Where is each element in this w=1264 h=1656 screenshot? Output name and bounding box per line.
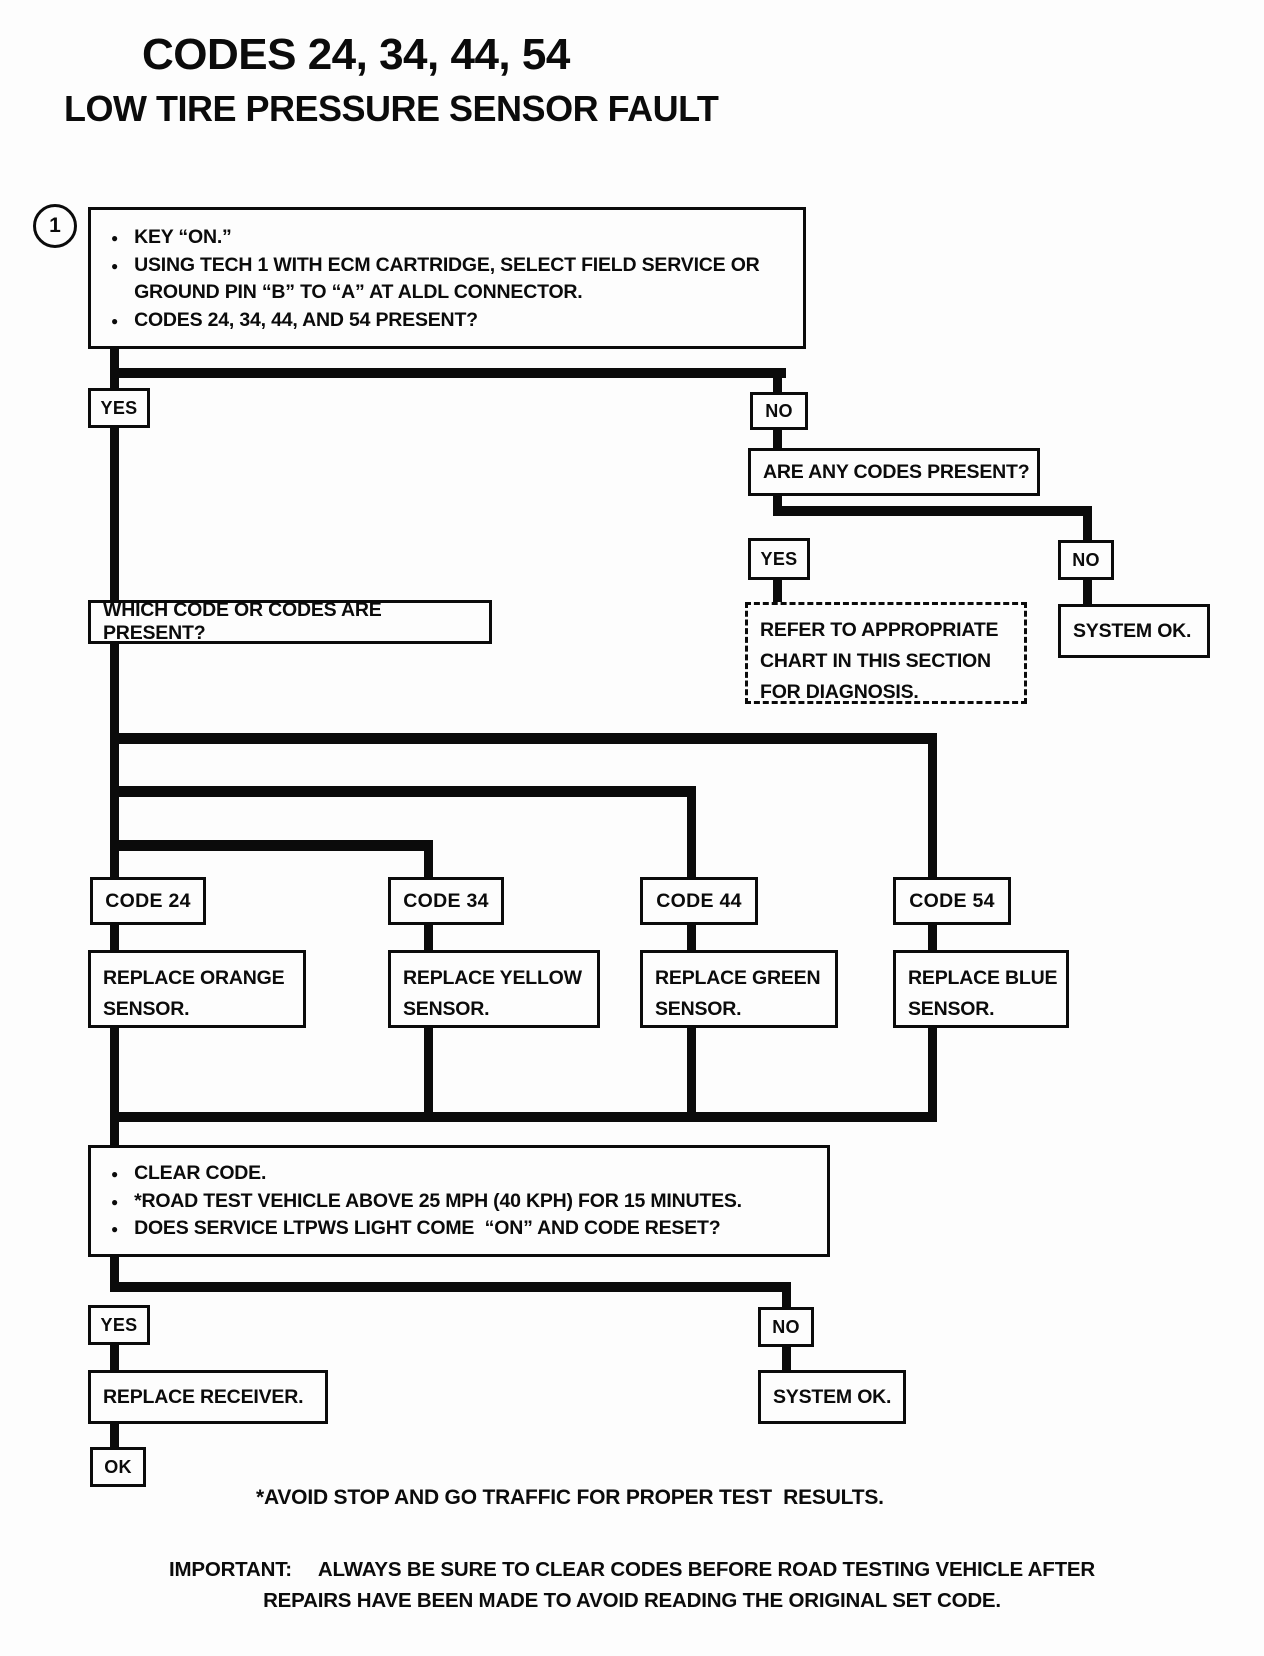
connector-green-converge — [687, 1028, 696, 1122]
code34-node: CODE 34 — [388, 877, 504, 925]
connector-clear-down — [110, 1257, 119, 1292]
clear-bullet-clear-code: CLEAR CODE. — [103, 1160, 807, 1188]
start-bullet-key-on: KEY “ON.” — [103, 224, 783, 252]
yes-node-top: YES — [88, 388, 150, 428]
connector-yellow-converge — [424, 1028, 433, 1122]
page-title: CODES 24, 34, 44, 54 — [142, 30, 570, 79]
bullet-text: CODES 24, 34, 44, AND 54 PRESENT? — [134, 309, 478, 332]
yes-node-reset: YES — [88, 1305, 150, 1345]
connector-anycodes-no-drop — [1083, 506, 1092, 540]
connector-code44-drop — [687, 786, 696, 877]
connector-no-to-systemok — [1083, 580, 1092, 604]
start-bullet-tech1: USING TECH 1 WITH ECM CARTRIDGE, SELECT … — [103, 252, 783, 307]
connector-branch-code34 — [110, 840, 433, 851]
replace-receiver-node: REPLACE RECEIVER. — [88, 1370, 328, 1424]
connector-orange-converge — [110, 1028, 119, 1122]
refer-chart-node: REFER TO APPROPRIATE CHART IN THIS SECTI… — [745, 602, 1027, 704]
replace-green-sensor-node: REPLACE GREEN SENSOR. — [640, 950, 838, 1028]
connector-code34-replace — [424, 925, 433, 950]
ok-terminal-node: OK — [90, 1447, 146, 1487]
clear-code-node: CLEAR CODE. *ROAD TEST VEHICLE ABOVE 25 … — [88, 1145, 830, 1257]
connector-yes-to-refer — [773, 580, 782, 602]
road-test-footnote: *AVOID STOP AND GO TRAFFIC FOR PROPER TE… — [256, 1486, 884, 1509]
which-code-question-node: WHICH CODE OR CODES ARE PRESENT? — [88, 599, 492, 644]
important-label: IMPORTANT: — [168, 1558, 292, 1581]
connector-blue-converge — [928, 1028, 937, 1122]
connector-yes-to-receiver — [110, 1345, 119, 1370]
connector-no-to-systemok-bottom — [782, 1347, 791, 1370]
connector-code44-replace — [687, 925, 696, 950]
connector-converge-bar — [110, 1112, 937, 1122]
connector-code54-replace — [928, 925, 937, 950]
step-number: 1 — [49, 214, 61, 237]
bullet-text: USING TECH 1 WITH ECM CARTRIDGE, SELECT … — [134, 253, 760, 304]
important-line2: REPAIRS HAVE BEEN MADE TO AVOID READING … — [263, 1589, 1001, 1612]
connector-code34-drop — [424, 840, 433, 877]
connector-yes-to-whichcode — [110, 428, 119, 600]
start-node: KEY “ON.” USING TECH 1 WITH ECM CARTRIDG… — [88, 207, 806, 349]
connector-no-to-anycodes — [773, 430, 782, 448]
important-text1: ALWAYS BE SURE TO CLEAR CODES BEFORE ROA… — [317, 1558, 1095, 1581]
bullet-text: KEY “ON.” — [134, 226, 232, 248]
clear-bullet-road-test: *ROAD TEST VEHICLE ABOVE 25 MPH (40 KPH)… — [103, 1188, 807, 1216]
important-line1: IMPORTANT: ALWAYS BE SURE TO CLEAR CODES … — [100, 1558, 1164, 1582]
bullet-text: DOES SERVICE LTPWS LIGHT COME “ON” AND C… — [134, 1217, 721, 1240]
connector-branch-code54 — [110, 733, 937, 744]
code24-node: CODE 24 — [90, 877, 206, 925]
no-node-top: NO — [750, 392, 808, 430]
any-codes-question-node: ARE ANY CODES PRESENT? — [748, 448, 1040, 496]
bullet-text: *ROAD TEST VEHICLE ABOVE 25 MPH (40 KPH)… — [134, 1189, 742, 1212]
replace-blue-sensor-node: REPLACE BLUE SENSOR. — [893, 950, 1069, 1028]
clear-bullet-ltpws-light: DOES SERVICE LTPWS LIGHT COME “ON” AND C… — [103, 1215, 807, 1243]
system-ok-node-bottom: SYSTEM OK. — [758, 1370, 906, 1424]
connector-code24-replace — [110, 925, 119, 950]
bullet-text: CLEAR CODE. — [134, 1162, 267, 1184]
replace-yellow-sensor-node: REPLACE YELLOW SENSOR. — [388, 950, 600, 1028]
step-number-marker: 1 — [33, 204, 77, 248]
page-subtitle: LOW TIRE PRESSURE SENSOR FAULT — [64, 88, 719, 129]
connector-start-no-drop — [773, 368, 782, 394]
connector-clear-split — [110, 1282, 791, 1292]
connector-converge-to-clear — [110, 1122, 119, 1145]
code44-node: CODE 44 — [640, 877, 758, 925]
start-bullet-codes-present: CODES 24, 34, 44, AND 54 PRESENT? — [103, 307, 783, 335]
connector-clear-no-drop — [782, 1282, 791, 1307]
connector-start-split — [110, 368, 786, 378]
no-node-anycodes: NO — [1058, 540, 1114, 580]
connector-branch-code44 — [110, 786, 696, 797]
no-node-reset: NO — [758, 1307, 814, 1347]
connector-whichcode-down — [110, 644, 119, 877]
connector-code54-drop — [928, 733, 937, 877]
system-ok-node-top: SYSTEM OK. — [1058, 604, 1210, 658]
code54-node: CODE 54 — [893, 877, 1011, 925]
replace-orange-sensor-node: REPLACE ORANGE SENSOR. — [88, 950, 306, 1028]
important-note: IMPORTANT: ALWAYS BE SURE TO CLEAR CODES … — [100, 1558, 1164, 1613]
connector-receiver-to-ok — [110, 1424, 119, 1447]
yes-node-anycodes: YES — [748, 538, 810, 580]
connector-anycodes-split — [773, 506, 1092, 516]
